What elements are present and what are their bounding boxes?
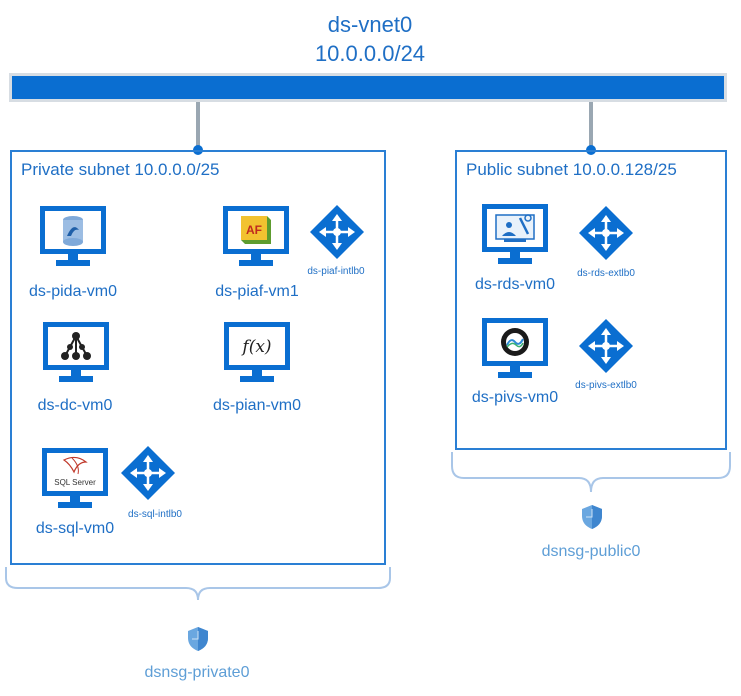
nsg-label-private: dsnsg-private0 [144,664,250,681]
vnet-name: ds-vnet0 [327,12,413,37]
sql-server-vm-icon: SQL Server [42,448,108,508]
rds-load-balancer-icon [579,206,633,260]
private-nsg-shield-icon [188,627,208,651]
lb-label-sql: ds-sql-intlb0 [128,509,182,520]
lb-label-piaf: ds-piaf-intlb0 [307,266,365,277]
vm-label-piaf: ds-piaf-vm1 [215,283,299,300]
pivs-load-balancer-icon [579,319,633,373]
nsg-label-public: dsnsg-public0 [541,543,641,560]
public-subnet-title: Public subnet 10.0.0.128/25 [466,160,677,179]
private-subnet-box [10,150,386,565]
lb-label-rds: ds-rds-extlb0 [577,268,635,279]
vm-label-pida: ds-pida-vm0 [28,283,118,300]
vm-label-pivs: ds-pivs-vm0 [471,389,559,406]
domain-controller-vm-icon [43,322,109,382]
analytics-framework-vm-icon: AF [223,206,289,266]
vm-label-pian: ds-pian-vm0 [212,397,302,414]
analysis-function-vm-icon: f(x) [224,322,290,382]
private-nsg-brace [5,567,391,601]
private-subnet-title: Private subnet 10.0.0.0/25 [21,160,220,179]
fx-icon-text: f(x) [240,337,271,357]
public-nsg-brace [451,452,731,493]
sql-load-balancer-icon [121,446,175,500]
public-nsg-shield-icon [582,505,602,529]
public-subnet-box [455,150,727,450]
sql-icon-text: SQL Server [54,478,96,487]
lb-label-pivs: ds-pivs-extlb0 [575,380,637,391]
vm-label-rds: ds-rds-vm0 [474,276,555,293]
vm-label-sql: ds-sql-vm0 [35,520,115,537]
vnet-cidr: 10.0.0.0/24 [314,41,426,66]
af-icon-text: AF [246,223,262,237]
vm-label-dc: ds-dc-vm0 [37,397,113,414]
database-vm-icon [40,206,106,266]
remote-desktop-vm-icon [482,204,548,264]
vision-vm-icon [482,318,548,378]
piaf-load-balancer-icon [310,205,364,259]
vnet-bar [12,76,724,99]
